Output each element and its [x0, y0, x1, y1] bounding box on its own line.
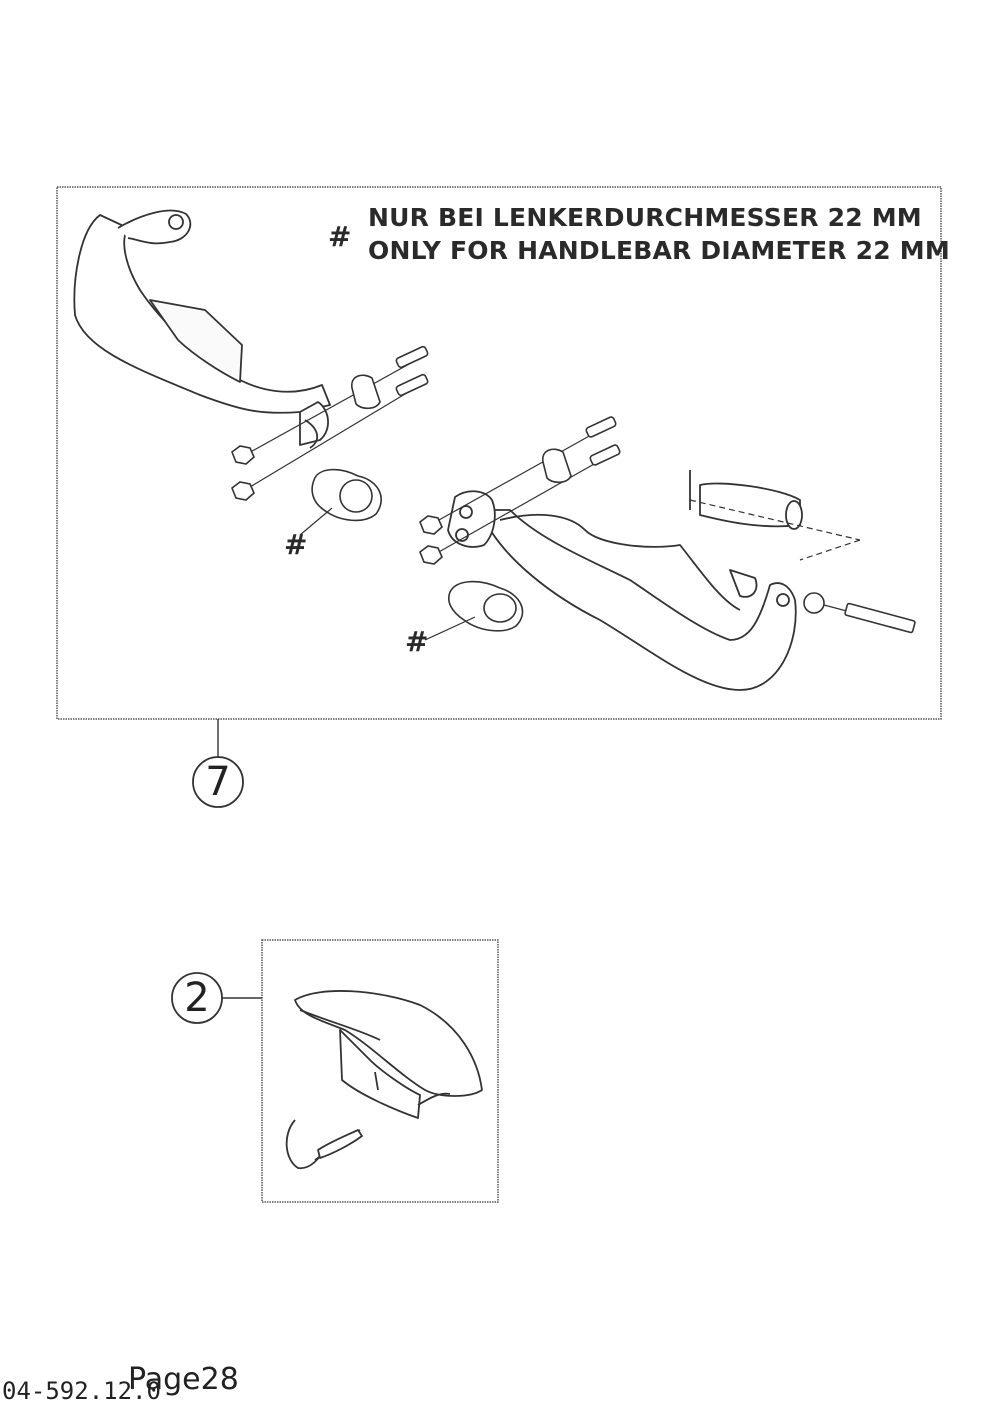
marker-right-bushing: #	[405, 625, 429, 658]
left-clamp-parts	[231, 345, 429, 536]
callout-2-circle	[171, 972, 223, 1024]
kit-2-frame	[261, 939, 499, 1203]
document-code: 04-592.12.0	[2, 1377, 161, 1405]
right-handguard	[447, 470, 861, 691]
right-clamp-parts	[419, 416, 916, 641]
page-number: Page28	[128, 1362, 239, 1397]
note-marker: #	[328, 220, 352, 253]
protector-part	[285, 990, 483, 1170]
callout-2-number: 2	[184, 975, 210, 1021]
marker-left-bushing: #	[284, 528, 308, 561]
note-german: NUR BEI LENKERDURCHMESSER 22 MM	[368, 203, 922, 232]
note-english: ONLY FOR HANDLEBAR DIAMETER 22 MM	[368, 236, 950, 265]
kit-7-frame	[56, 186, 942, 720]
left-handguard	[73, 209, 331, 449]
callout-7-circle	[192, 756, 244, 808]
callout-7-number: 7	[205, 759, 231, 805]
